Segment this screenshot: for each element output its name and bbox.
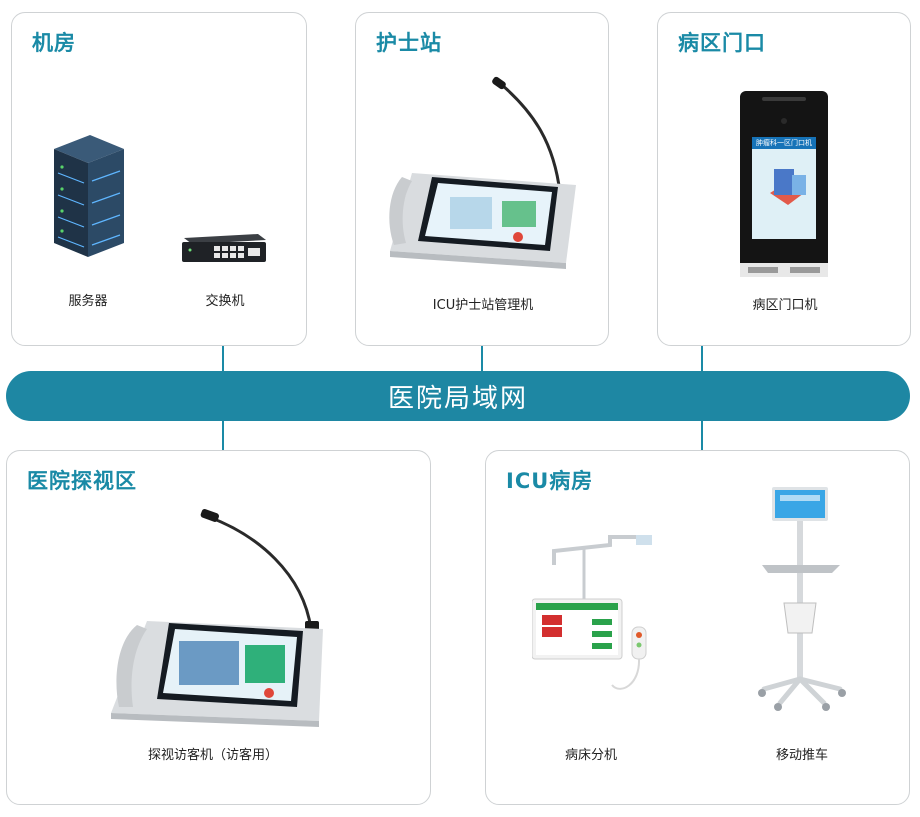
- network-switch-image: [180, 230, 268, 264]
- connector-visit-area: [222, 420, 224, 450]
- door-unit-label: 病区门口机: [752, 298, 818, 313]
- door-unit-image: 肿瘤科一区门口机: [740, 91, 830, 281]
- bedside-unit-image: [532, 535, 662, 705]
- panel-ward-door: 病区门口 肿瘤科一区门口机 病区门口机: [657, 12, 911, 346]
- connector-server-room: [222, 346, 224, 372]
- hospital-lan-label: 医院局域网: [387, 383, 528, 414]
- panel-title: ICU病房: [506, 469, 594, 493]
- panel-icu-ward: ICU病房 病床分机: [485, 450, 910, 805]
- visitor-terminal-image: [107, 509, 327, 729]
- server-label: 服务器: [68, 294, 108, 309]
- panel-title: 护士站: [376, 31, 442, 55]
- visitor-terminal-label: 探视访客机（访客用）: [147, 748, 279, 763]
- mobile-cart-image: [754, 483, 854, 713]
- switch-label: 交换机: [205, 294, 245, 309]
- panel-title: 医院探视区: [27, 469, 137, 493]
- panel-title: 病区门口: [678, 31, 766, 55]
- nurse-terminal-label: ICU护士站管理机: [432, 298, 534, 313]
- door-screen-text: 肿瘤科一区门口机: [756, 139, 812, 147]
- panel-nurse-station: 护士站 ICU护士站管理机: [355, 12, 609, 346]
- panel-title: 机房: [32, 31, 76, 55]
- connector-nurse-station: [481, 346, 483, 372]
- hospital-lan-bus: 医院局域网: [6, 371, 910, 421]
- connector-ward-door: [701, 346, 703, 372]
- bedside-unit-label: 病床分机: [564, 748, 618, 763]
- server-rack-image: [50, 131, 128, 263]
- mobile-cart-label: 移动推车: [775, 748, 829, 763]
- panel-server-room: 机房 服务器: [11, 12, 307, 346]
- connector-icu-ward: [701, 420, 703, 450]
- panel-visit-area: 医院探视区 探视访客机（访客用）: [6, 450, 431, 805]
- nurse-terminal-image: [384, 73, 584, 273]
